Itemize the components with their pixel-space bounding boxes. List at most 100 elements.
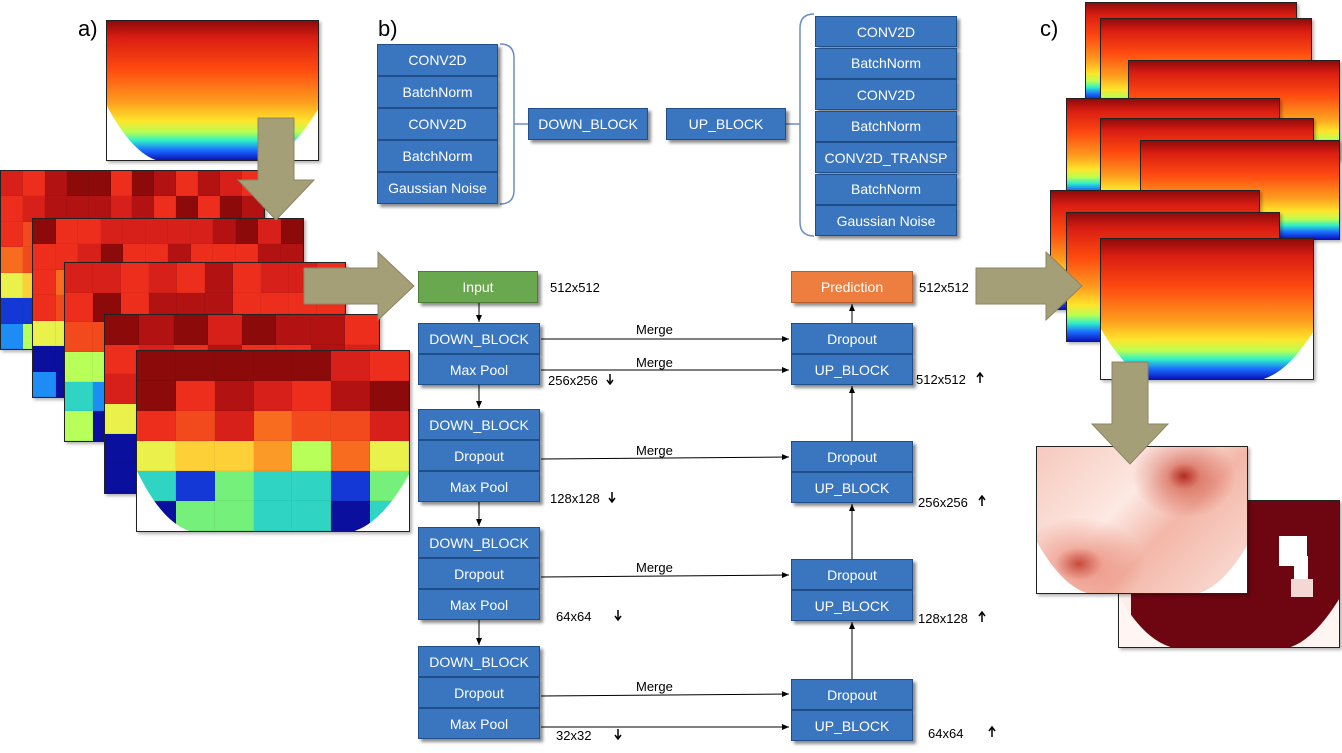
- grid-cell: [33, 320, 56, 347]
- grid-cell: [145, 219, 168, 245]
- grid-cell: [220, 171, 243, 197]
- grid-cell: [168, 219, 191, 245]
- grid-cell: [105, 344, 140, 375]
- decoder-up-block: UP_BLOCK: [791, 710, 913, 741]
- up-detail-layer: BatchNorm: [815, 47, 957, 79]
- encoder-max-pool: Max Pool: [418, 589, 540, 620]
- grid-cell: [33, 269, 56, 296]
- down-detail-layer: BatchNorm: [377, 76, 498, 108]
- grid-cell: [93, 263, 121, 293]
- coarse-input-image-5: [136, 350, 410, 532]
- up-detail-layer: Gaussian Noise: [815, 205, 957, 236]
- encoder-dropout: Dropout: [418, 440, 540, 471]
- grid-cell: [65, 381, 93, 412]
- grid-cell: [154, 171, 177, 197]
- grid-cell: [253, 411, 293, 441]
- encoder-down-block: DOWN_BLOCK: [418, 646, 540, 677]
- down-detail-layer: Gaussian Noise: [377, 172, 498, 204]
- grid-cell: [175, 471, 215, 501]
- grid-cell: [33, 371, 56, 397]
- grid-cell: [33, 295, 56, 321]
- downsample-arrow-icon: [614, 610, 622, 622]
- grid-cell: [105, 403, 140, 434]
- upsample-arrow-icon: [978, 494, 986, 506]
- merge-label: Merge: [636, 679, 673, 694]
- decoder-dropout: Dropout: [791, 441, 913, 472]
- grid-cell: [310, 315, 345, 345]
- grid-cell: [105, 374, 140, 404]
- grid-cell: [198, 171, 221, 197]
- grid-cell: [331, 351, 371, 381]
- down-detail-layer: CONV2D: [377, 44, 498, 76]
- prediction-size-label: 512x512: [919, 280, 969, 295]
- merge-label: Merge: [636, 443, 673, 458]
- prediction-image-9: [1100, 238, 1314, 380]
- panel-label-a: a): [78, 16, 98, 41]
- up-detail-layer: CONV2D: [815, 16, 957, 47]
- grid-cell: [176, 171, 199, 197]
- grid-cell: [175, 441, 215, 471]
- grid-cell: [88, 171, 111, 197]
- grid-cell: [331, 411, 371, 441]
- grid-cell: [190, 219, 213, 245]
- grid-cell: [292, 441, 332, 471]
- grid-cell: [214, 381, 254, 411]
- encoder-max-pool: Max Pool: [418, 471, 540, 502]
- grid-cell: [1, 221, 23, 248]
- grid-cell: [289, 263, 317, 293]
- encoder-down-block: DOWN_BLOCK: [418, 409, 540, 440]
- upsample-arrow-icon: [988, 725, 996, 737]
- grid-cell: [177, 263, 205, 293]
- grid-cell: [137, 351, 176, 381]
- grid-cell: [242, 315, 277, 345]
- grid-cell: [214, 471, 254, 501]
- grid-cell: [137, 441, 176, 471]
- grid-cell: [214, 441, 254, 471]
- grid-cell: [173, 315, 208, 345]
- grid-cell: [78, 219, 101, 245]
- grid-cell: [370, 441, 409, 471]
- grid-cell: [292, 411, 332, 441]
- decoder-size-label: 64x64: [928, 726, 964, 741]
- grid-cell: [175, 501, 215, 531]
- encoder-dropout: Dropout: [418, 558, 540, 589]
- grid-cell: [149, 263, 177, 293]
- merge-label: Merge: [636, 322, 673, 337]
- grid-cell: [65, 411, 93, 441]
- input-block: Input: [418, 271, 538, 303]
- down-detail-layer: CONV2D: [377, 108, 498, 140]
- grid-cell: [253, 351, 293, 381]
- encoder-max-pool: Max Pool: [418, 708, 540, 739]
- downsample-arrow-icon: [608, 492, 616, 504]
- grid-cell: [1, 298, 23, 324]
- grid-cell: [33, 219, 56, 245]
- panel-label-c: c): [1040, 16, 1059, 41]
- grid-cell: [317, 263, 345, 293]
- panel-label-b: b): [378, 16, 398, 41]
- up-detail-layer: BatchNorm: [815, 110, 957, 142]
- encoder-down-block: DOWN_BLOCK: [418, 527, 540, 558]
- grid-cell: [44, 171, 67, 197]
- decoder-dropout: Dropout: [791, 679, 913, 710]
- grid-cell: [344, 315, 379, 345]
- upsample-arrow-icon: [976, 371, 984, 383]
- encoder-max-pool: Max Pool: [418, 354, 540, 385]
- merge-arrow: [540, 691, 790, 698]
- encoder-size-label: 32x32: [556, 728, 592, 743]
- grid-cell: [100, 219, 123, 245]
- up-detail-layer: CONV2D_TRANSP: [815, 142, 957, 173]
- grid-cell: [205, 263, 233, 293]
- grid-cell: [242, 171, 264, 197]
- down-detail-layer: BatchNorm: [377, 140, 498, 172]
- grid-cell: [1, 272, 23, 299]
- grid-cell: [370, 351, 409, 381]
- merge-label: Merge: [636, 560, 673, 575]
- grid-cell: [331, 381, 371, 411]
- grid-cell: [292, 471, 332, 501]
- grid-cell: [207, 315, 242, 345]
- grid-cell: [65, 292, 93, 323]
- grid-cell: [280, 219, 303, 245]
- input-size-label: 512x512: [550, 280, 600, 295]
- decoder-up-block: UP_BLOCK: [791, 472, 913, 503]
- grid-cell: [105, 433, 140, 464]
